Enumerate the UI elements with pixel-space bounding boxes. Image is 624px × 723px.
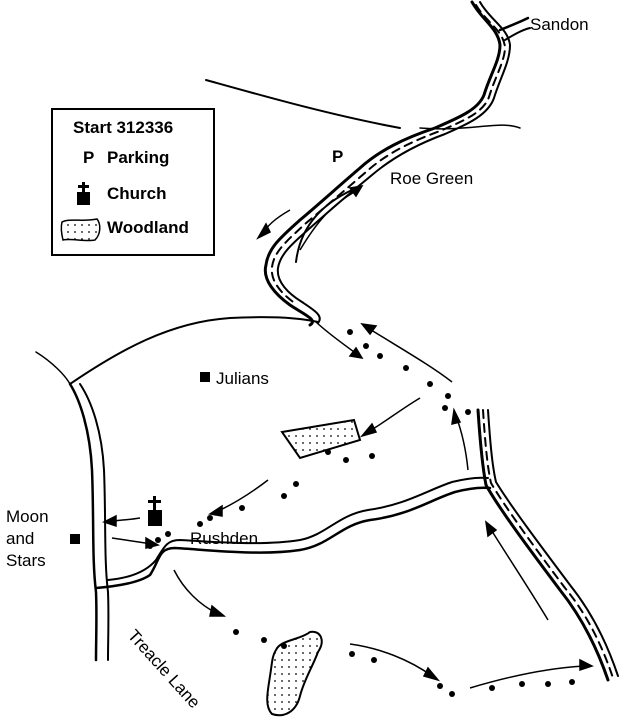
road-west-vertical <box>68 382 98 662</box>
road-sandon-roe-green <box>263 0 502 327</box>
woodlands <box>266 418 362 717</box>
road-sandon-branch2 <box>504 27 531 41</box>
label-julians: Julians <box>216 369 269 388</box>
road-northwest <box>205 79 401 129</box>
road-east-dash <box>482 409 614 679</box>
julians-building-icon <box>200 372 210 382</box>
legend-row-woodland: Woodland <box>53 216 213 242</box>
buildings <box>70 372 210 544</box>
legend-woodland-label: Woodland <box>107 218 189 237</box>
moon-and-stars-building-icon <box>70 534 80 544</box>
route-dots <box>147 329 575 697</box>
road-rushden-east <box>94 486 492 590</box>
legend-row-church: Church <box>53 182 213 206</box>
road-east-lane <box>419 124 521 130</box>
legend-title: Start 312336 <box>73 118 174 137</box>
road-julians-north <box>69 316 319 385</box>
parking-marker: P <box>332 147 344 166</box>
route-arrows <box>102 184 594 689</box>
parking-icon: P <box>59 146 105 170</box>
label-rushden: Rushden <box>190 529 259 548</box>
road-inner-line <box>276 1 511 324</box>
road-main-dash <box>270 4 506 305</box>
road-curve-west <box>295 189 353 263</box>
legend-parking-label: Parking <box>107 148 170 167</box>
road-east-vertical2 <box>487 409 619 677</box>
road-rushden-east2 <box>107 476 489 581</box>
label-sandon: Sandon <box>530 15 589 34</box>
woodland-south <box>266 630 323 717</box>
label-and: and <box>6 529 35 548</box>
label-roe-green: Roe Green <box>390 169 474 188</box>
road-west-top <box>35 351 71 385</box>
parking-symbol: P <box>83 148 95 167</box>
roads <box>35 0 619 682</box>
road-west-vertical2 <box>79 383 110 661</box>
church-icon <box>148 496 162 526</box>
legend-row-parking: P Parking <box>53 146 213 170</box>
woodland-dots-icon <box>59 216 105 242</box>
legend-church-label: Church <box>107 184 167 203</box>
map-legend: Start 312336 P Parking Church Woodland <box>51 108 215 256</box>
label-stars: Stars <box>6 551 46 570</box>
church-cross-icon <box>59 182 105 206</box>
label-moon: Moon <box>6 507 49 526</box>
arrow-head <box>256 222 272 240</box>
road-east-vertical <box>476 408 610 682</box>
woodland-north <box>280 418 362 460</box>
road-sandon-branch <box>498 16 530 32</box>
